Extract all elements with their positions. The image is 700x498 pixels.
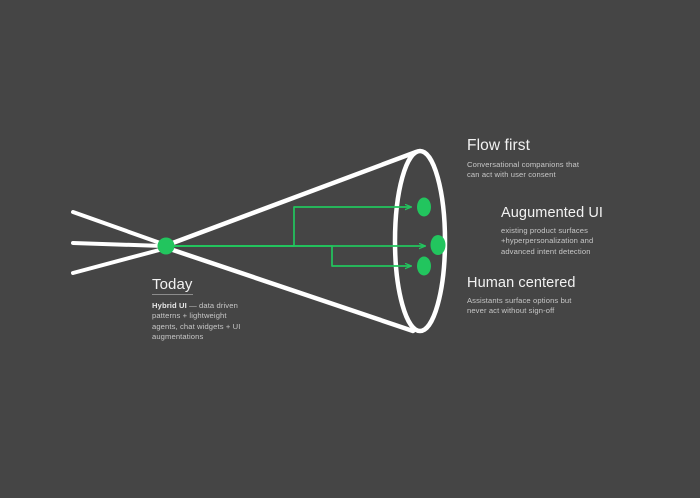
- tail-line-middle: [71, 241, 165, 248]
- outcome-nodes: [417, 197, 446, 276]
- label-block-flow-first: Flow first Conversational companions tha…: [467, 137, 582, 181]
- label-block-augumented-ui: Augumented UI existing product surfaces …: [501, 205, 603, 257]
- outcome-connectors: [167, 207, 425, 266]
- tail-line-lower: [71, 247, 165, 275]
- label-block-today: Today Hybrid UI — data driven patterns +…: [152, 276, 244, 343]
- label-block-human-centered: Human centered Assistants surface option…: [467, 275, 576, 317]
- augumented-ui-title: Augumented UI: [501, 205, 604, 221]
- today-body-rest: — data driven patterns + lightweight age…: [152, 301, 241, 342]
- flow-first-title: Flow first: [467, 137, 530, 154]
- tail-line-upper: [71, 210, 165, 246]
- connector-human-centered: [167, 245, 411, 266]
- flow-first-body: Conversational companions that can act w…: [467, 160, 580, 180]
- connector-flow-first: [167, 207, 411, 247]
- cone-mouth-ellipse: [392, 148, 448, 334]
- outcome-node-flow-first[interactable]: [417, 197, 431, 217]
- human-centered-body: Assistants surface options but never act…: [467, 296, 572, 316]
- cone-body: [167, 148, 448, 334]
- outcome-node-augumented-ui[interactable]: [430, 235, 446, 255]
- human-centered-title: Human centered: [467, 275, 576, 291]
- cone-edge-bottom: [167, 246, 416, 334]
- outcome-node-human-centered[interactable]: [417, 256, 431, 276]
- today-title: Today: [152, 276, 193, 295]
- cone-edge-top: [167, 149, 419, 247]
- augumented-ui-body: existing product surfaces +hyperpersonal…: [501, 226, 594, 256]
- today-body: Hybrid UI — data driven patterns + light…: [152, 301, 244, 343]
- cone-tail-lines: [71, 210, 165, 275]
- green-origin-dot[interactable]: [157, 237, 175, 255]
- today-body-lead: Hybrid UI: [152, 301, 187, 310]
